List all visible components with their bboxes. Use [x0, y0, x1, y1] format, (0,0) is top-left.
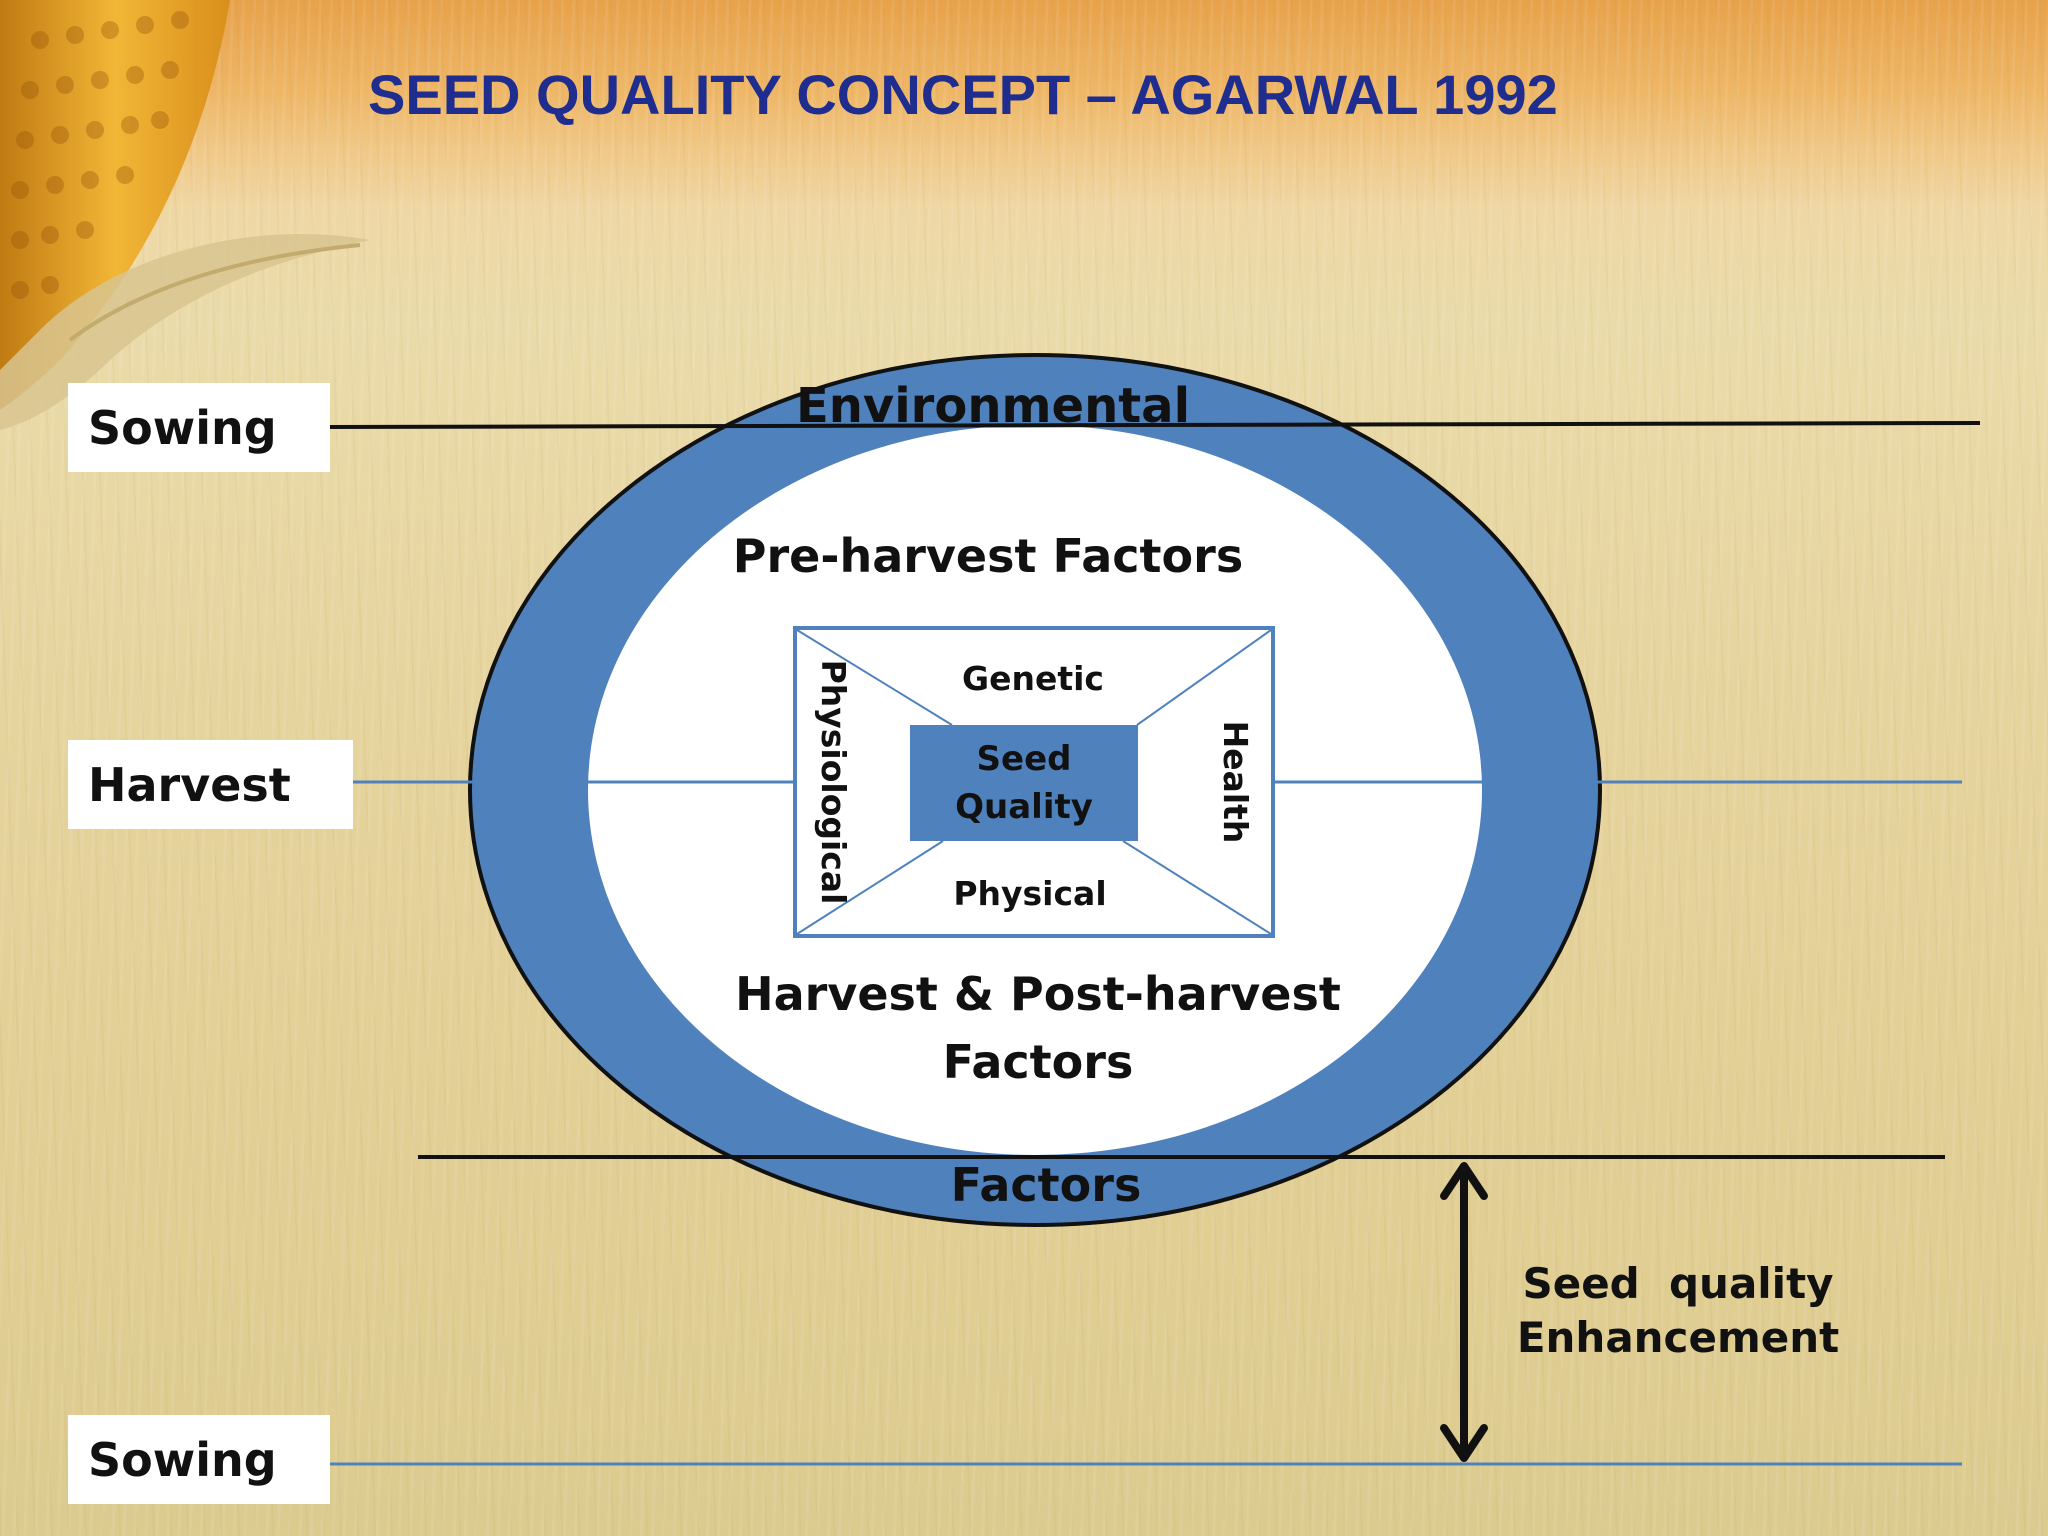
outer-factors-label: Factors	[951, 1158, 1142, 1212]
enhancement-label-line1: Seed quality	[1522, 1259, 1833, 1308]
harvest-label: Harvest	[68, 740, 353, 829]
enhancement-label-line2: Enhancement	[1517, 1313, 1839, 1362]
corn-decoration	[0, 0, 370, 430]
diagonal-bottom-right	[1122, 840, 1272, 935]
post-harvest-label-line1: Harvest & Post-harvest	[735, 967, 1341, 1021]
seed-quality-center	[910, 725, 1138, 841]
arrow-head-top	[1440, 1162, 1488, 1200]
physiological-label: Physiological	[814, 660, 853, 905]
environmental-label: Environmental	[796, 378, 1190, 434]
health-label: Health	[1216, 721, 1255, 844]
diagonal-top-left	[796, 629, 953, 726]
genetic-label: Genetic	[962, 659, 1104, 698]
physical-label: Physical	[953, 874, 1106, 913]
arrow-head-bottom	[1440, 1424, 1488, 1462]
post-harvest-label-line2: Factors	[943, 1035, 1134, 1089]
seed-quality-line1: Seed	[977, 739, 1072, 779]
sowing-bottom-label: Sowing	[68, 1415, 330, 1504]
diagonal-top-right	[1136, 629, 1272, 726]
sowing-top-line	[329, 421, 1981, 429]
sowing-top-label: Sowing	[68, 383, 330, 472]
pre-harvest-label: Pre-harvest Factors	[733, 529, 1243, 583]
seed-quality-line2: Quality	[955, 787, 1093, 827]
diagonal-bottom-left	[796, 840, 944, 935]
slide-title: SEED QUALITY CONCEPT – AGARWAL 1992	[368, 63, 1558, 126]
